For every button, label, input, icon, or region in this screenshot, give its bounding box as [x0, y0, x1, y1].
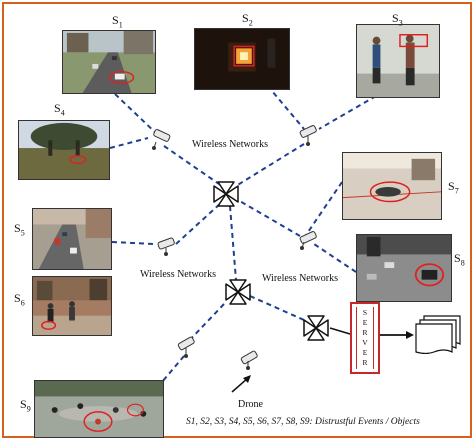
s9-plaza-thumbnail	[34, 380, 164, 438]
cctv-camera-icon-5	[174, 336, 200, 358]
wireless-networks-label-left: Wireless Networks	[140, 269, 216, 280]
link-s1	[114, 93, 161, 138]
drone-icon	[236, 348, 262, 370]
link-right-server	[329, 327, 351, 335]
surveillance-network-diagram: S1 S2 S3 S4 S5 S6 S7 S8 S9 Wireless Netw…	[2, 2, 472, 438]
link-cam1-hub	[163, 145, 223, 187]
label-s8: S8	[454, 251, 465, 268]
wireless-networks-label-top: Wireless Networks	[192, 139, 268, 150]
label-s5: S5	[14, 221, 25, 238]
server-label: SERVER	[360, 308, 370, 368]
link-s7	[303, 181, 343, 239]
server-box: SERVER	[350, 302, 380, 374]
s7-room-thumbnail	[342, 152, 442, 220]
s5-road-thumbnail	[32, 208, 112, 270]
label-s4: S4	[54, 101, 65, 118]
router-cross-icon-right	[302, 314, 330, 342]
label-s2: S2	[242, 11, 253, 28]
cctv-camera-icon-3	[154, 234, 180, 256]
document-stack-icon	[414, 314, 464, 354]
s3-persons-thumbnail	[356, 24, 440, 98]
server-inner-frame: SERVER	[356, 307, 374, 369]
link-cam3-hub	[175, 201, 223, 245]
s8-parking-thumbnail	[356, 234, 452, 302]
cctv-camera-icon-2	[294, 124, 320, 146]
network-links	[109, 71, 414, 393]
label-s3: S3	[392, 11, 403, 28]
s4-park-thumbnail	[18, 120, 110, 180]
s2-fire-thumbnail	[194, 28, 290, 90]
link-s4	[109, 137, 149, 149]
label-s7: S7	[448, 179, 459, 196]
link-cam5-s9	[161, 355, 185, 383]
label-s9: S9	[20, 397, 31, 414]
wireless-networks-label-right: Wireless Networks	[262, 273, 338, 284]
s1-street-thumbnail	[62, 30, 156, 94]
router-cross-icon-hub	[212, 180, 240, 208]
label-s1: S1	[112, 13, 123, 30]
s6-courtyard-thumbnail	[32, 276, 112, 336]
link-cam4-hub	[237, 199, 301, 237]
drone-arrow	[231, 377, 249, 393]
drone-label: Drone	[238, 399, 263, 410]
link-s5	[111, 241, 155, 245]
link-cam2-hub	[235, 143, 305, 187]
router-cross-icon-middle	[224, 278, 252, 306]
link-s3	[318, 95, 377, 130]
legend-caption: S1, S2, S3, S4, S5, S6, S7, S8, S9: Dist…	[186, 417, 420, 427]
cctv-camera-icon-1	[150, 128, 176, 150]
cctv-camera-icon-4	[294, 228, 320, 250]
label-s6: S6	[14, 291, 25, 308]
link-s8	[313, 243, 357, 273]
link-mid-right	[249, 295, 305, 321]
link-hub-mid	[229, 205, 237, 281]
